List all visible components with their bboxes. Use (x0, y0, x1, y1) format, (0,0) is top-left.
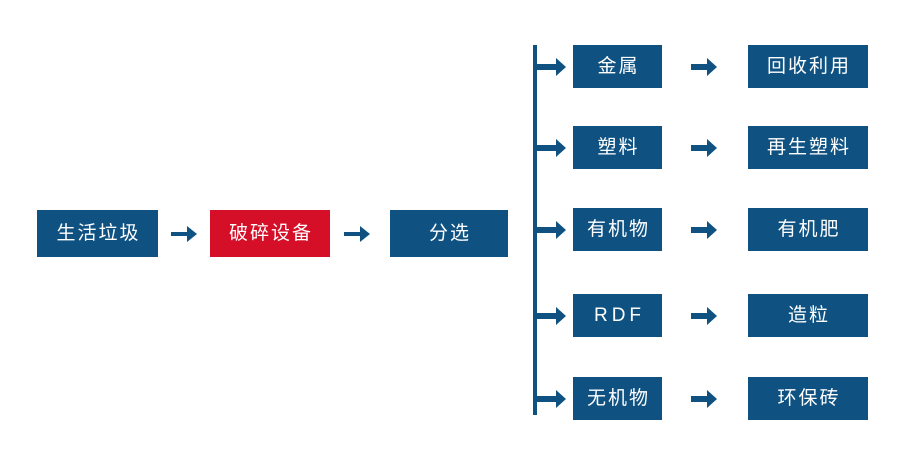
node-product-organic-fertilizer[interactable]: 有机肥 (748, 208, 868, 251)
arrow-right-icon-waste-to-crusher (170, 222, 198, 246)
arrow-right-icon-branch-2-in (533, 137, 567, 159)
arrow-right-icon-crusher-to-sorting (343, 222, 371, 246)
node-product-recycled-plastic[interactable]: 再生塑料 (748, 126, 868, 169)
node-material-rdf[interactable]: RDF (573, 294, 662, 337)
arrow-right-icon-branch-4-out (690, 305, 718, 327)
node-sorting[interactable]: 分选 (390, 210, 508, 257)
arrow-right-icon-branch-4-in (533, 305, 567, 327)
arrow-right-icon-branch-1-out (690, 56, 718, 78)
node-product-eco-brick[interactable]: 环保砖 (748, 377, 868, 420)
node-waste[interactable]: 生活垃圾 (37, 210, 158, 257)
arrow-right-icon-branch-5-out (690, 388, 718, 410)
arrow-right-icon-branch-3-in (533, 219, 567, 241)
arrow-right-icon-branch-5-in (533, 388, 567, 410)
node-product-recycling[interactable]: 回收利用 (748, 45, 868, 88)
node-crusher[interactable]: 破碎设备 (210, 210, 330, 257)
node-product-pelletizing[interactable]: 造粒 (748, 294, 868, 337)
arrow-right-icon-branch-2-out (690, 137, 718, 159)
arrow-right-icon-branch-1-in (533, 56, 567, 78)
node-material-inorganic[interactable]: 无机物 (573, 377, 662, 420)
arrow-right-icon-branch-3-out (690, 219, 718, 241)
node-material-plastic[interactable]: 塑料 (573, 126, 662, 169)
node-material-organic[interactable]: 有机物 (573, 208, 662, 251)
node-material-metal[interactable]: 金属 (573, 45, 662, 88)
